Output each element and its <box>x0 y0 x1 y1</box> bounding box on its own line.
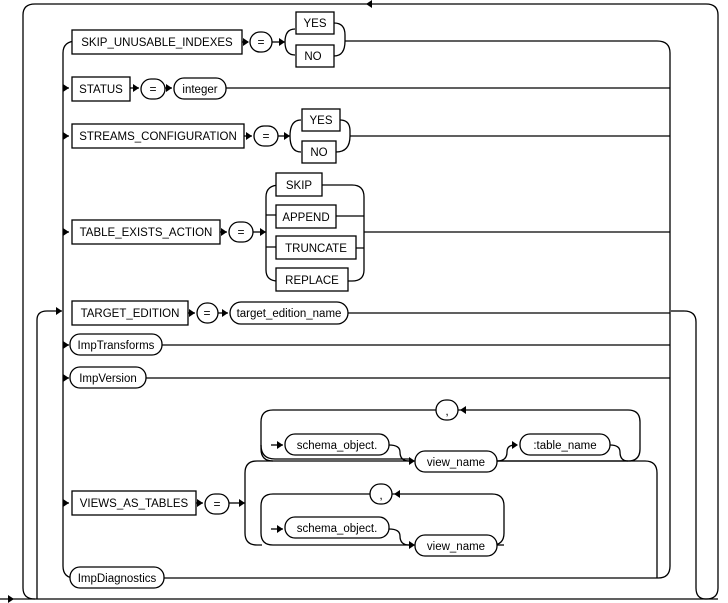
nonterminal-table-name: :table_name <box>533 440 596 452</box>
keyword-views-as-tables: VIEWS_AS_TABLES <box>80 498 189 510</box>
comma-separator: , <box>445 404 448 418</box>
equals-symbol: = <box>203 306 210 320</box>
nonterminal-imp-diagnostics: ImpDiagnostics <box>78 573 157 585</box>
row-imp-version: ImpVersion <box>69 366 670 389</box>
row-imp-transforms: ImpTransforms <box>69 333 670 356</box>
nonterminal-integer: integer <box>182 84 217 96</box>
row-table-exists-action: TABLE_EXISTS_ACTION = SKIP APPEND TRUNCA… <box>71 172 670 292</box>
nonterminal-schema-object: schema_object. <box>297 440 378 452</box>
row-status: STATUS = integer <box>71 76 670 102</box>
row-imp-diagnostics: ImpDiagnostics <box>69 566 658 589</box>
equals-symbol: = <box>213 497 220 511</box>
value-truncate: TRUNCATE <box>285 243 347 255</box>
nonterminal-view-name: view_name <box>427 457 485 469</box>
equals-symbol: = <box>149 82 156 96</box>
nonterminal-imp-version: ImpVersion <box>79 373 137 385</box>
equals-symbol: = <box>257 35 264 49</box>
row-target-edition: TARGET_EDITION = target_edition_name <box>71 300 670 326</box>
row-skip-unusable-indexes: SKIP_UNUSABLE_INDEXES = YES NO <box>71 11 657 68</box>
value-yes: YES <box>309 115 332 127</box>
nonterminal-view-name: view_name <box>427 541 485 553</box>
value-replace: REPLACE <box>285 275 339 287</box>
keyword-skip-unusable-indexes: SKIP_UNUSABLE_INDEXES <box>81 37 233 49</box>
value-skip: SKIP <box>286 180 313 192</box>
value-no: NO <box>304 51 321 63</box>
value-no: NO <box>310 147 327 159</box>
choice-rails <box>62 40 684 579</box>
keyword-status: STATUS <box>79 84 123 96</box>
nonterminal-schema-object: schema_object. <box>297 523 378 535</box>
value-yes: YES <box>303 18 326 30</box>
keyword-target-edition: TARGET_EDITION <box>81 308 180 320</box>
nonterminal-target-edition-name: target_edition_name <box>237 308 342 320</box>
comma-separator: , <box>379 488 382 502</box>
equals-symbol: = <box>237 225 244 239</box>
row-views-as-tables: VIEWS_AS_TABLES = , schema_object. view_… <box>71 399 658 578</box>
keyword-table-exists-action: TABLE_EXISTS_ACTION <box>80 227 213 239</box>
row-streams-configuration: STREAMS_CONFIGURATION = YES NO <box>71 108 670 164</box>
equals-symbol: = <box>262 129 269 143</box>
nonterminal-imp-transforms: ImpTransforms <box>78 340 155 352</box>
keyword-streams-configuration: STREAMS_CONFIGURATION <box>79 131 237 143</box>
value-append: APPEND <box>282 212 329 224</box>
